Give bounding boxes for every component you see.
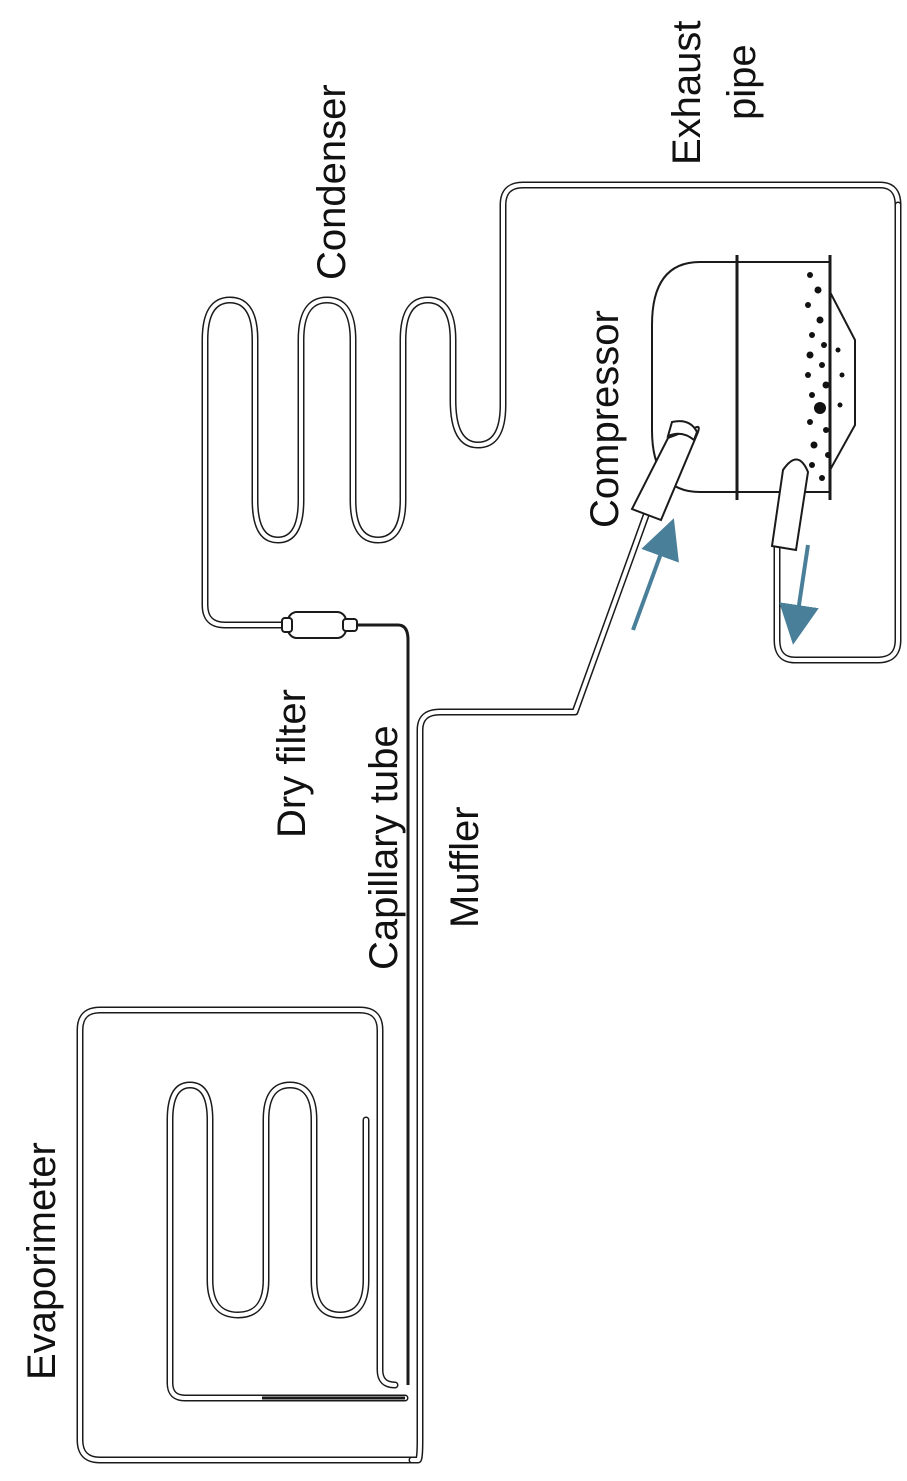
compressor-discharge-outlet	[770, 458, 810, 552]
compressor-suction-inlet	[630, 420, 700, 522]
arrow-down-icon	[779, 544, 819, 645]
label-exhaust-line1: Exhaust	[665, 20, 709, 165]
label-compressor: Compressor	[583, 310, 627, 528]
label-muffler: Muffler	[443, 806, 487, 928]
exhaust-pipe	[773, 201, 902, 664]
arrow-up-right-icon	[631, 518, 679, 631]
label-condenser: Condenser	[310, 84, 354, 280]
condenser-coil	[201, 181, 902, 629]
evaporator-coil	[166, 1081, 409, 1402]
label-dry-filter: Dry filter	[270, 689, 314, 838]
compressor	[651, 255, 856, 500]
muffler-suction-line	[408, 506, 652, 1464]
label-exhaust-line2: pipe	[720, 44, 764, 120]
compressor-dots	[805, 272, 845, 481]
evaporator-outer-pipe	[76, 1006, 416, 1464]
dry-filter	[281, 611, 358, 639]
capillary-tube	[355, 623, 410, 1385]
label-capillary-tube: Capillary tube	[362, 725, 406, 970]
label-evaporimeter: Evaporimeter	[20, 1142, 64, 1380]
